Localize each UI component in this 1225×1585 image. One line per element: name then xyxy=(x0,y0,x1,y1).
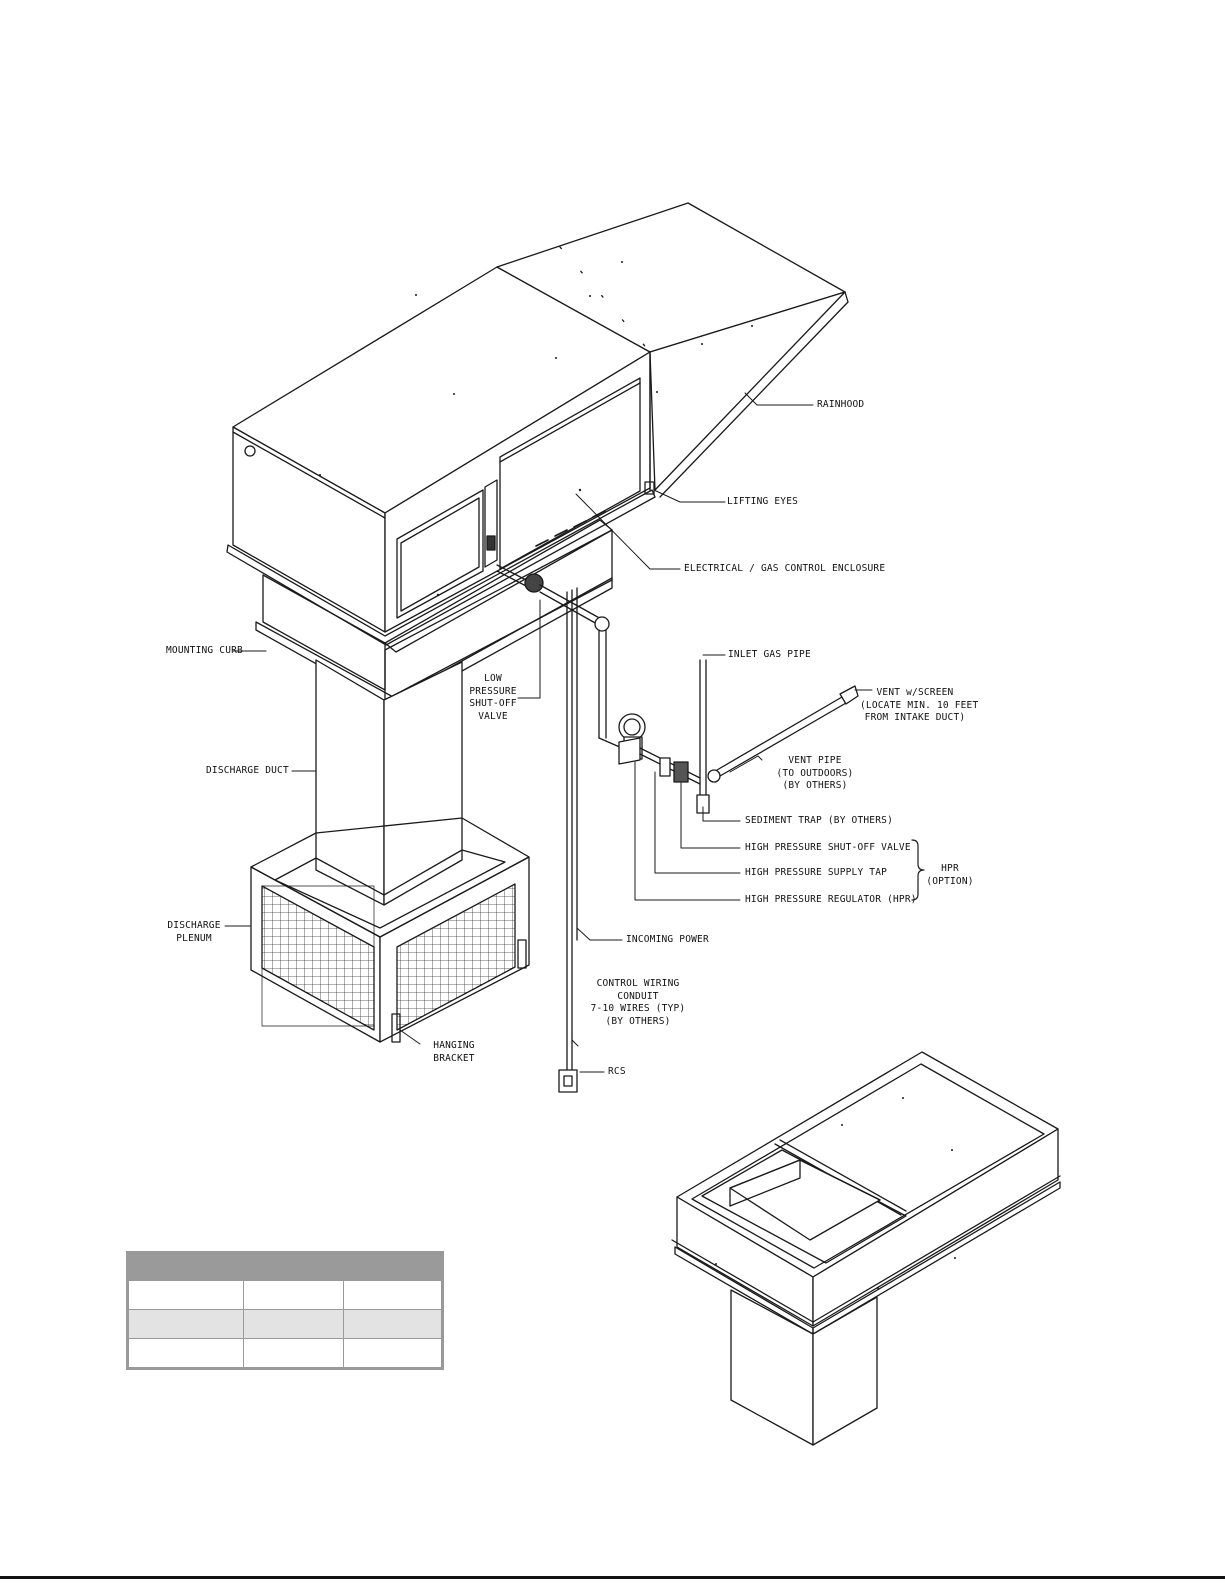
page-bottom-rule xyxy=(0,1576,1225,1579)
label-rcs: RCS xyxy=(608,1066,626,1077)
label-vent-pipe: VENT PIPE (TO OUTDOORS) (BY OTHERS) xyxy=(776,755,854,791)
label-vent-screen: VENT w/SCREEN (LOCATE MIN. 10 FEET FROM … xyxy=(860,687,979,723)
label-discharge-duct: DISCHARGE DUCT xyxy=(206,765,289,776)
table-cell xyxy=(127,1338,244,1369)
table-header-row xyxy=(127,1252,444,1281)
unit-housing xyxy=(226,266,656,646)
gas-piping xyxy=(496,564,859,814)
label-low-pressure-valve: LOW PRESSURE SHUT-OFF VALVE xyxy=(469,673,517,722)
label-discharge-plenum: DISCHARGE PLENUM xyxy=(167,920,221,944)
curb-detail-shape xyxy=(671,1051,1061,1446)
discharge-plenum-shape xyxy=(250,817,530,1043)
table-cell xyxy=(342,1280,444,1310)
label-hpr-option: HPR (OPTION) xyxy=(926,863,974,887)
spec-table xyxy=(126,1251,444,1370)
label-inlet-gas-pipe: INLET GAS PIPE xyxy=(728,649,811,660)
table-cell xyxy=(127,1309,244,1339)
label-rainhood: RAINHOOD xyxy=(817,399,865,410)
label-incoming-power: INCOMING POWER xyxy=(626,934,709,945)
leader-lines xyxy=(224,392,925,1073)
label-hp-regulator: HIGH PRESSURE REGULATOR (HPR) xyxy=(745,894,917,905)
label-lifting-eyes: LIFTING EYES xyxy=(727,496,799,507)
table-header-cell xyxy=(242,1252,344,1281)
table-header-cell xyxy=(127,1252,244,1281)
table-row xyxy=(127,1338,444,1369)
label-hp-shutoff-valve: HIGH PRESSURE SHUT-OFF VALVE xyxy=(745,842,911,853)
label-mounting-curb: MOUNTING CURB xyxy=(166,645,243,656)
table-cell xyxy=(242,1280,344,1310)
table-cell xyxy=(242,1338,344,1369)
conduit xyxy=(558,587,578,1093)
label-enclosure: ELECTRICAL / GAS CONTROL ENCLOSURE xyxy=(684,563,886,574)
label-hanging-bracket: HANGING BRACKET xyxy=(433,1040,475,1064)
label-control-wiring: CONTROL WIRING CONDUIT 7-10 WIRES (TYP) … xyxy=(590,978,686,1027)
table-cell xyxy=(242,1309,344,1339)
table-cell xyxy=(342,1309,444,1339)
rainhood xyxy=(496,202,849,498)
table-cell xyxy=(127,1280,244,1310)
table-row xyxy=(127,1280,444,1310)
table-header-cell xyxy=(342,1252,444,1281)
discharge-duct-shape xyxy=(315,659,463,906)
table-row xyxy=(127,1309,444,1339)
table-cell xyxy=(342,1338,444,1369)
label-sediment-trap: SEDIMENT TRAP (BY OTHERS) xyxy=(745,815,893,826)
label-hp-supply-tap: HIGH PRESSURE SUPPLY TAP xyxy=(745,867,888,878)
